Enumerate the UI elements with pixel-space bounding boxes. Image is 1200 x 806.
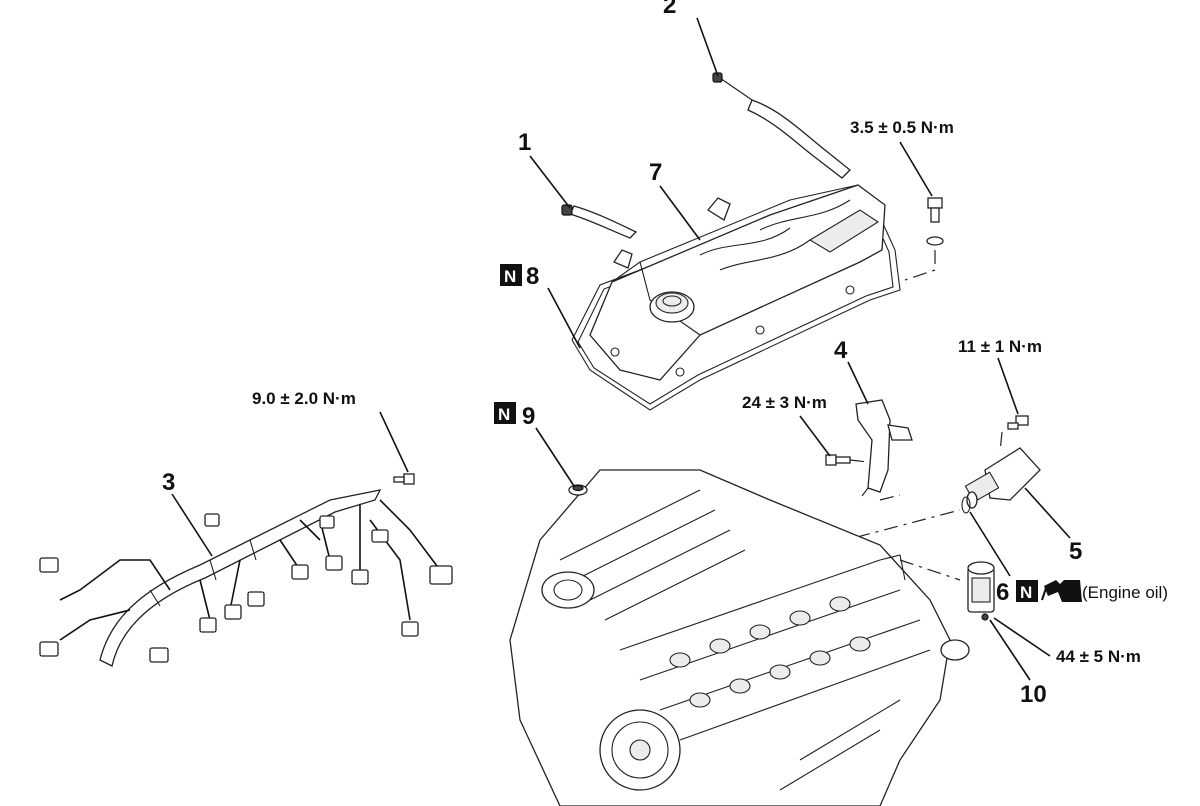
oil-can-icon	[1041, 580, 1082, 602]
new-part-badge-icon: N	[500, 264, 522, 286]
pcv-hose	[561, 204, 638, 239]
oil-filter	[967, 561, 995, 621]
harness-connectors	[39, 513, 453, 663]
badge-label-8: N	[504, 267, 516, 286]
torque-cover-bolt: 3.5 ± 0.5 N·m	[850, 118, 954, 137]
callout-9: 9	[522, 403, 535, 430]
rocker-cover	[571, 184, 901, 411]
new-part-badge-icon: N	[1016, 580, 1038, 602]
leader-lines	[171, 17, 1071, 681]
badge-label-6: N	[1020, 583, 1032, 602]
callout-10: 10	[1020, 681, 1047, 708]
camshaft-lobes	[669, 596, 871, 708]
torque-bracket-bolt: 24 ± 3 N·m	[742, 393, 827, 412]
engine-oil-note: (Engine oil)	[1082, 583, 1168, 602]
callout-3: 3	[162, 469, 175, 496]
engine-block	[509, 469, 970, 806]
torque-filter: 44 ± 5 N·m	[1056, 647, 1141, 666]
torque-harness-bolt: 9.0 ± 2.0 N·m	[252, 389, 356, 408]
callout-8: 8	[526, 263, 539, 290]
callout-4: 4	[834, 337, 848, 364]
badge-label-9: N	[498, 405, 510, 424]
callout-6: 6	[996, 579, 1009, 606]
bracket	[825, 399, 913, 497]
wiring-harness	[39, 473, 453, 667]
torque-solenoid-bolt: 11 ± 1 N·m	[958, 337, 1042, 356]
oil-control-valve	[961, 415, 1041, 514]
breather-hose	[712, 72, 851, 179]
callout-5: 5	[1069, 538, 1082, 565]
rubber-plug	[568, 484, 588, 496]
callout-1: 1	[518, 129, 531, 156]
callout-2: 2	[663, 0, 676, 19]
cover-bolt	[904, 197, 944, 281]
callout-7: 7	[649, 159, 662, 186]
crank-pulley	[599, 709, 681, 791]
new-part-badge-icon: N	[494, 402, 516, 424]
